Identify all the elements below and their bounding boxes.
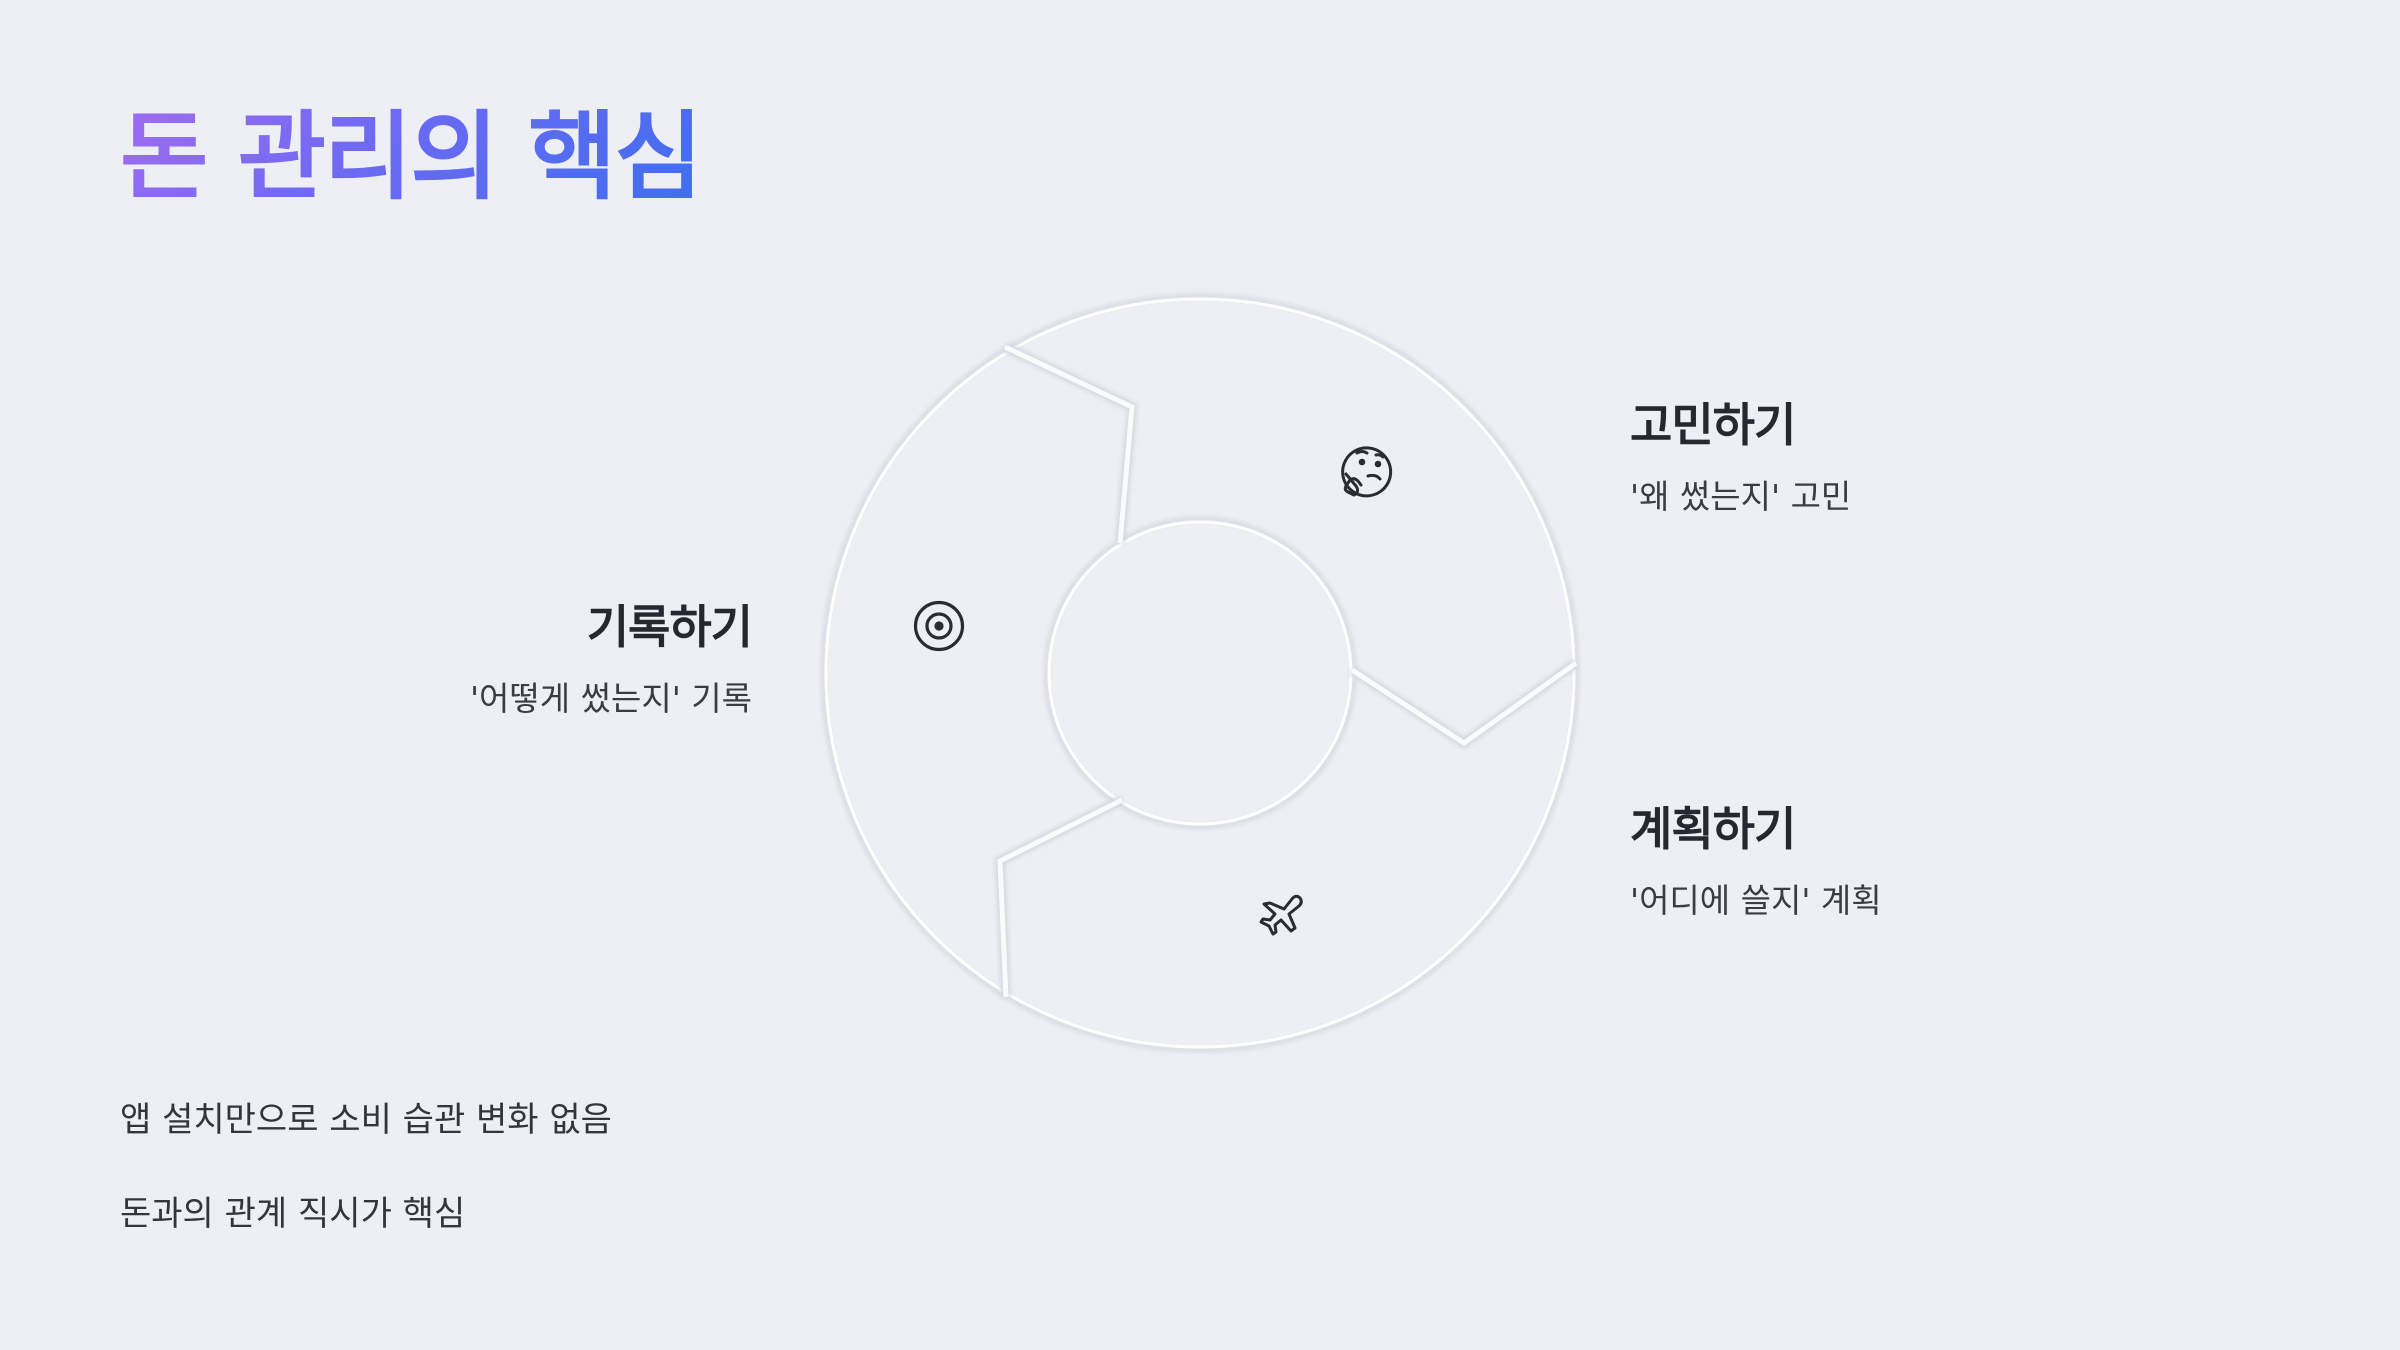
page-title: 돈 관리의 핵심 bbox=[120, 101, 703, 213]
step-think-title: 고민하기 bbox=[1630, 398, 1796, 452]
step-record: 기록하기 '어떻게 썼는지' 기록 bbox=[469, 600, 753, 719]
ring-outer-shadow bbox=[820, 293, 1580, 1053]
step-think: 고민하기 '왜 썼는지' 고민 bbox=[1630, 398, 1851, 517]
step-plan-title: 계획하기 bbox=[1630, 802, 1796, 856]
segment-dividers bbox=[994, 342, 1579, 998]
step-think-description: '왜 썼는지' 고민 bbox=[1630, 477, 1852, 517]
ring-inner-edge bbox=[1047, 520, 1353, 826]
ring-outer-edge bbox=[824, 297, 1576, 1049]
note-money-relationship: 돈과의 관계 직시가 핵심 bbox=[120, 1194, 466, 1234]
step-record-title: 기록하기 bbox=[586, 600, 753, 654]
note-app-install: 앱 설치만으로 소비 습관 변화 없음 bbox=[120, 1100, 612, 1140]
step-plan-description: '어디에 쓸지' 계획 bbox=[1630, 881, 1882, 921]
thinking-face-icon bbox=[1341, 446, 1393, 498]
step-record-description: '어떻게 썼는지' 기록 bbox=[469, 679, 752, 719]
step-plan: 계획하기 '어디에 쓸지' 계획 bbox=[1630, 802, 1882, 921]
airplane-icon bbox=[1259, 894, 1303, 936]
divider-right bbox=[1349, 658, 1579, 750]
target-icon bbox=[913, 600, 965, 652]
